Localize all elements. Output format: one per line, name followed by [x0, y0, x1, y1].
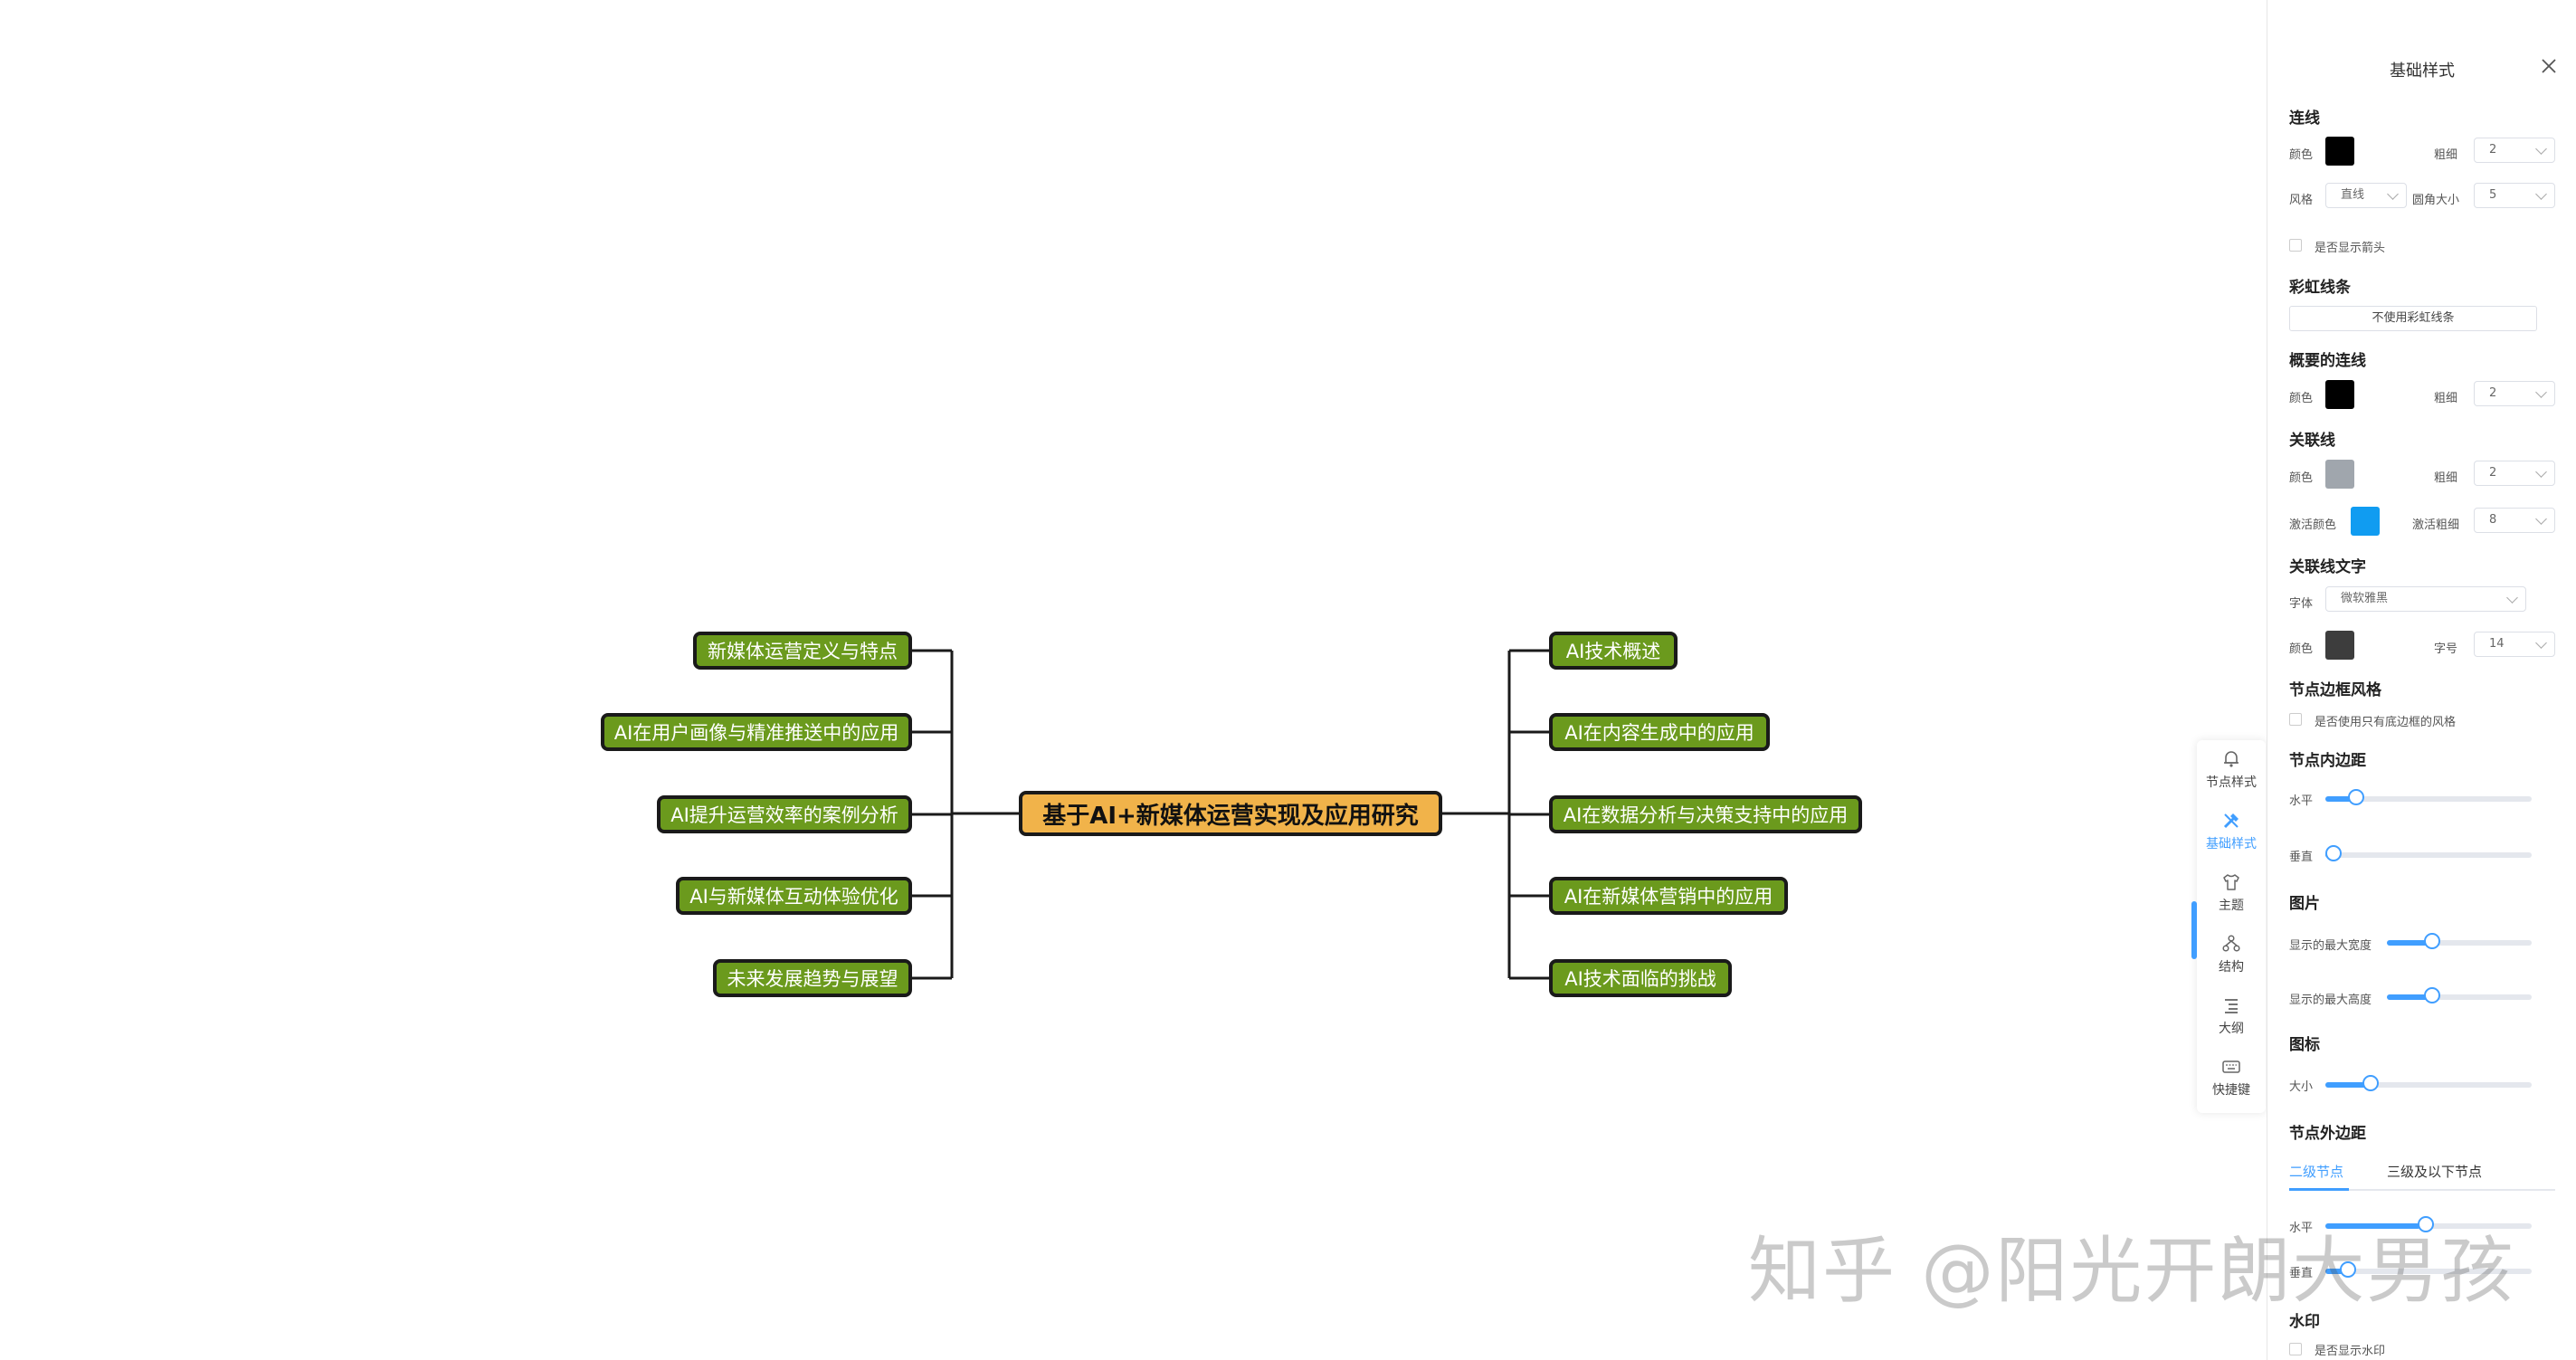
section-padding: 节点内边距	[2289, 752, 2366, 770]
padding-h-label: 水平	[2289, 794, 2314, 808]
left-node-2[interactable]: AI在用户画像与精准推送中的应用	[601, 713, 912, 751]
image-max-w-label: 显示的最大宽度	[2289, 939, 2372, 953]
shortcut-icon	[2222, 1060, 2240, 1073]
section-line: 连线	[2289, 109, 2320, 128]
right-node-1[interactable]: AI技术概述	[1549, 632, 1678, 670]
image-max-w-slider[interactable]	[2387, 933, 2532, 949]
line-width-label: 粗细	[2434, 148, 2458, 162]
margin-v-label: 垂直	[2289, 1267, 2314, 1280]
section-assoc-line: 关联线	[2289, 432, 2335, 450]
bottom-border-checkbox[interactable]	[2289, 713, 2302, 726]
right-node-3[interactable]: AI在数据分析与决策支持中的应用	[1549, 795, 1862, 833]
root-node[interactable]: 基于AI+新媒体运营实现及应用研究	[1019, 791, 1442, 836]
toolbar-basic-style[interactable]: 基础样式	[2197, 805, 2266, 865]
basic-style-panel: 基础样式 连线 颜色 粗细 2 风格 直线 圆角大小 5 是否显示箭头 彩虹线条…	[2267, 0, 2576, 1360]
right-node-4[interactable]: AI在新媒体营销中的应用	[1549, 877, 1788, 915]
toolbar-label: 主题	[2219, 899, 2244, 913]
close-icon[interactable]	[2539, 56, 2559, 76]
toolbar-structure[interactable]: 结构	[2197, 928, 2266, 988]
assoc-font-label: 字体	[2289, 597, 2314, 611]
node-style-icon	[2224, 751, 2239, 767]
zhihu-watermark: 知乎 @阳光开朗大男孩	[1748, 1229, 2515, 1313]
assoc-active-color-swatch[interactable]	[2351, 507, 2380, 536]
summary-color-swatch[interactable]	[2325, 380, 2354, 409]
assoc-active-color-label: 激活颜色	[2289, 518, 2337, 532]
line-radius-label: 圆角大小	[2412, 194, 2460, 207]
toolbar-label: 节点样式	[2206, 775, 2257, 790]
arrow-label: 是否显示箭头	[2315, 242, 2386, 255]
padding-v-label: 垂直	[2289, 851, 2314, 864]
right-node-5[interactable]: AI技术面临的挑战	[1549, 959, 1732, 997]
image-max-h-slider[interactable]	[2387, 987, 2532, 1003]
summary-width-select[interactable]: 2	[2474, 381, 2555, 406]
toolbar-outline[interactable]: 大纲	[2197, 990, 2266, 1050]
toolbar-label: 结构	[2219, 960, 2244, 975]
line-style-label: 风格	[2289, 194, 2314, 207]
left-node-1[interactable]: 新媒体运营定义与特点	[693, 632, 912, 670]
outline-icon	[2225, 999, 2238, 1013]
tab-divider	[2289, 1189, 2555, 1191]
right-node-2[interactable]: AI在内容生成中的应用	[1549, 713, 1770, 751]
section-rainbow: 彩虹线条	[2289, 279, 2351, 297]
mindmap-connections	[912, 649, 1549, 980]
left-node-3[interactable]: AI提升运营效率的案例分析	[657, 795, 912, 833]
summary-width-label: 粗细	[2434, 392, 2458, 405]
line-color-swatch[interactable]	[2325, 137, 2354, 166]
assoc-size-select[interactable]: 14	[2474, 632, 2555, 657]
tab-active-line	[2289, 1188, 2349, 1191]
section-assoc-text: 关联线文字	[2289, 558, 2366, 576]
padding-v-slider[interactable]	[2325, 845, 2532, 861]
padding-h-slider[interactable]	[2325, 789, 2532, 805]
toolbar-shortcut[interactable]: 快捷键	[2197, 1051, 2266, 1111]
assoc-color-swatch[interactable]	[2325, 460, 2354, 489]
assoc-width-label: 粗细	[2434, 471, 2458, 485]
panel-title: 基础样式	[2390, 62, 2455, 81]
toolbar-label: 大纲	[2219, 1022, 2244, 1036]
tab-second-level[interactable]: 二级节点	[2289, 1164, 2344, 1180]
watermark-checkbox[interactable]	[2289, 1343, 2302, 1355]
toolbar-label: 基础样式	[2206, 837, 2257, 851]
icon-size-slider[interactable]	[2325, 1075, 2532, 1091]
section-margin: 节点外边距	[2289, 1125, 2366, 1143]
summary-color-label: 颜色	[2289, 392, 2314, 405]
line-radius-select[interactable]: 5	[2474, 183, 2555, 208]
assoc-color-label: 颜色	[2289, 471, 2314, 485]
margin-h-slider[interactable]	[2325, 1216, 2532, 1232]
line-width-select[interactable]: 2	[2474, 138, 2555, 163]
section-border-style: 节点边框风格	[2289, 681, 2381, 699]
watermark-label: 是否显示水印	[2315, 1345, 2386, 1358]
line-style-select[interactable]: 直线	[2325, 183, 2407, 208]
assoc-font-select[interactable]: 微软雅黑	[2325, 586, 2526, 612]
margin-h-label: 水平	[2289, 1222, 2314, 1235]
active-indicator	[2191, 901, 2197, 959]
assoc-active-width-select[interactable]: 8	[2474, 508, 2555, 533]
toolbar-node-style[interactable]: 节点样式	[2197, 744, 2266, 804]
mindmap-canvas[interactable]: 基于AI+新媒体运营实现及应用研究 新媒体运营定义与特点 AI在用户画像与精准推…	[0, 0, 2267, 1360]
assoc-text-color-swatch[interactable]	[2325, 631, 2354, 660]
toolbar-theme[interactable]: 主题	[2197, 867, 2266, 927]
section-watermark: 水印	[2289, 1313, 2320, 1331]
arrow-checkbox[interactable]	[2289, 239, 2302, 252]
icon-size-label: 大小	[2289, 1080, 2314, 1094]
theme-icon	[2223, 874, 2239, 890]
tab-third-level[interactable]: 三级及以下节点	[2387, 1164, 2483, 1180]
side-toolbar: 节点样式 基础样式 主题 结构 大纲 快捷键	[2191, 740, 2266, 1113]
margin-v-slider[interactable]	[2325, 1261, 2532, 1278]
left-node-5[interactable]: 未来发展趋势与展望	[713, 959, 912, 997]
line-color-label: 颜色	[2289, 148, 2314, 162]
structure-icon	[2222, 935, 2240, 952]
basic-style-icon	[2223, 813, 2239, 829]
assoc-text-color-label: 颜色	[2289, 642, 2314, 656]
section-summary-line: 概要的连线	[2289, 352, 2366, 370]
assoc-width-select[interactable]: 2	[2474, 461, 2555, 486]
assoc-active-width-label: 激活粗细	[2412, 518, 2460, 532]
toolbar-label: 快捷键	[2212, 1083, 2250, 1098]
bottom-border-label: 是否使用只有底边框的风格	[2315, 716, 2457, 729]
assoc-size-label: 字号	[2434, 642, 2458, 656]
left-node-4[interactable]: AI与新媒体互动体验优化	[676, 877, 912, 915]
section-icon: 图标	[2289, 1036, 2320, 1054]
image-max-h-label: 显示的最大高度	[2289, 994, 2372, 1007]
rainbow-button[interactable]: 不使用彩虹线条	[2289, 306, 2537, 331]
section-image: 图片	[2289, 895, 2320, 913]
